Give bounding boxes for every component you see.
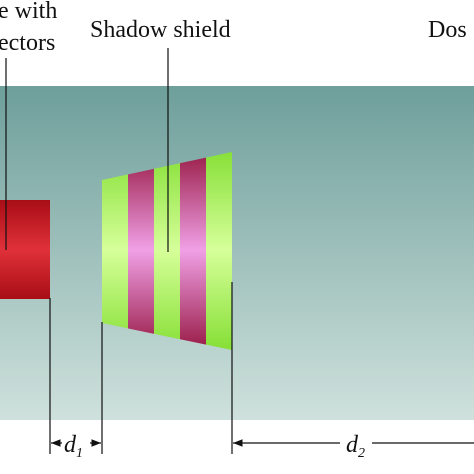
dimension-d2-label: d2 (346, 432, 365, 461)
source-block (0, 200, 50, 299)
dose-label: Dos (428, 17, 467, 43)
dimension-d1: d1 (51, 432, 101, 461)
shield-stripe-green (154, 152, 180, 350)
shield-stripe-maroon (180, 152, 206, 350)
dimension-d2: d2 (233, 432, 474, 461)
shadow-shield-label: Shadow shield (90, 17, 231, 43)
shield-stripe-green (102, 152, 128, 350)
shadow-shield (102, 152, 232, 350)
shield-stripe-green (206, 152, 232, 350)
dimension-d1-label: d1 (64, 432, 83, 461)
shield-stripe-maroon (128, 152, 154, 350)
source-label-line2: ectors (0, 30, 55, 56)
source-label-line1: e with (0, 0, 57, 24)
field-region (0, 86, 474, 420)
